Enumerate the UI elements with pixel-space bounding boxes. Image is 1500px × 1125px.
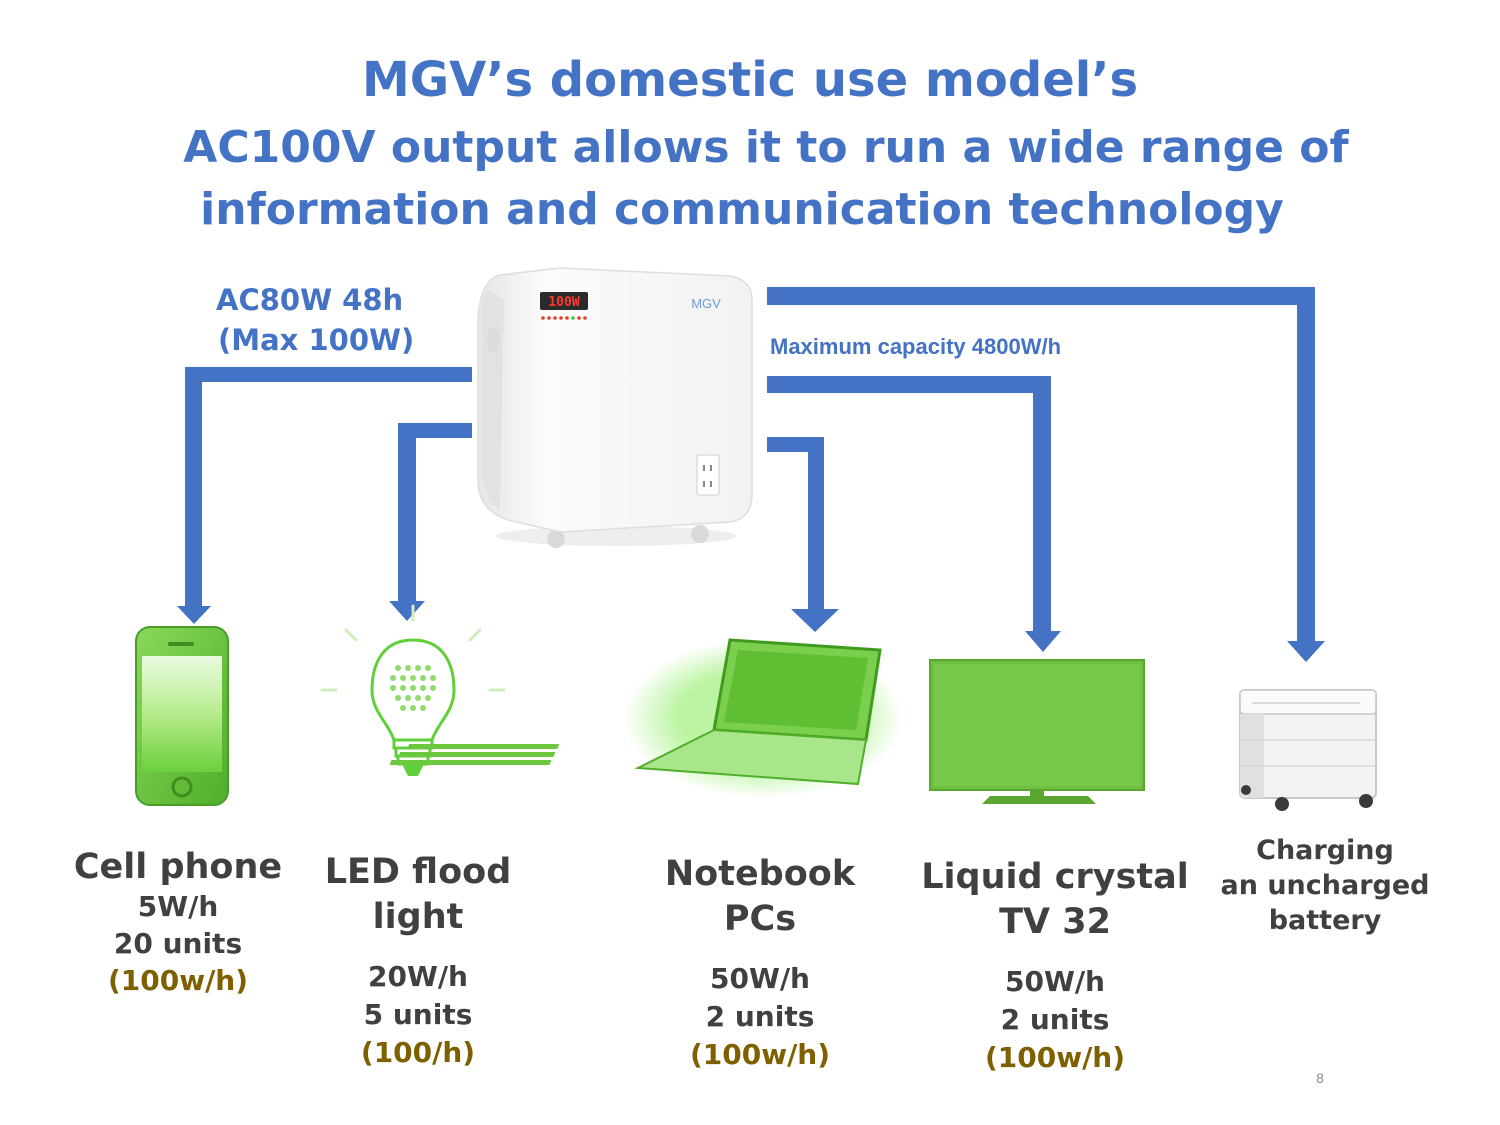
title-line-2: AC100V output allows it to run a wide ra… [183, 122, 1349, 173]
appliance-name-cont: light [372, 897, 464, 937]
appliance-name: Charging [1256, 835, 1394, 866]
arrow-to-led-light [389, 423, 472, 621]
led-light-label: LED flood light 20W/h 5 units (100/h) [298, 850, 538, 1072]
appliance-total: (100w/h) [689, 1038, 831, 1071]
arrow-to-notebook-pc [767, 437, 839, 632]
capacity-label: Maximum capacity 4800W/h [770, 334, 1062, 359]
appliance-name-cont: an uncharged [1220, 870, 1430, 901]
mgv-power-unit: 100W MGV [477, 267, 753, 548]
appliance-wattage: 5W/h [137, 890, 219, 923]
ac-outlet [696, 454, 720, 496]
appliance-wattage: 50W/h [1004, 965, 1105, 998]
notebook-pc-icon [389, 638, 903, 798]
appliance-total: (100/h) [360, 1036, 476, 1069]
connector-arrows [177, 287, 1325, 662]
appliance-name: Cell phone [73, 847, 283, 887]
title-line-3: information and communication technology [200, 184, 1284, 235]
appliance-wattage: 20W/h [367, 960, 468, 993]
appliance-units: 2 units [1000, 1003, 1110, 1036]
led-bulb-icon [320, 604, 506, 776]
appliance-name: Notebook [664, 854, 856, 894]
appliance-total: (100w/h) [107, 964, 249, 997]
brand-logo: MGV [691, 296, 721, 311]
output-max: (Max 100W) [218, 323, 415, 357]
appliance-name: LED flood [324, 852, 512, 892]
title-line-1: MGV’s domestic use model’s [361, 52, 1139, 108]
arrow-to-tv [767, 376, 1061, 652]
battery-unit-icon [1239, 689, 1377, 811]
notebook-pc-label: Notebook PCs 50W/h 2 units (100w/h) [620, 852, 900, 1074]
appliance-total: (100w/h) [984, 1041, 1126, 1074]
tv-icon [929, 659, 1145, 804]
appliance-units: 5 units [363, 998, 473, 1031]
appliance-name-cont: PCs [723, 899, 797, 939]
indicator-leds [541, 316, 587, 320]
battery-label: Charging an uncharged battery [1205, 833, 1445, 938]
output-rating: AC80W 48h [216, 283, 404, 317]
page-number: 8 [1316, 1070, 1324, 1086]
power-display [540, 292, 588, 310]
display-reading: 100W [548, 295, 579, 310]
cell-phone-icon [135, 626, 229, 806]
appliance-name-cont: TV 32 [999, 902, 1111, 942]
appliance-name: Liquid crystal [921, 857, 1189, 897]
appliance-units: 20 units [113, 927, 243, 960]
tv-label: Liquid crystal TV 32 50W/h 2 units (100w… [905, 855, 1205, 1077]
appliance-name-cont-2: battery [1268, 905, 1382, 936]
appliance-units: 2 units [705, 1000, 815, 1033]
cell-phone-label: Cell phone 5W/h 20 units (100w/h) [58, 846, 298, 1000]
appliance-wattage: 50W/h [709, 962, 810, 995]
arrow-to-cell-phone [177, 367, 472, 624]
arrow-to-battery [767, 287, 1325, 662]
